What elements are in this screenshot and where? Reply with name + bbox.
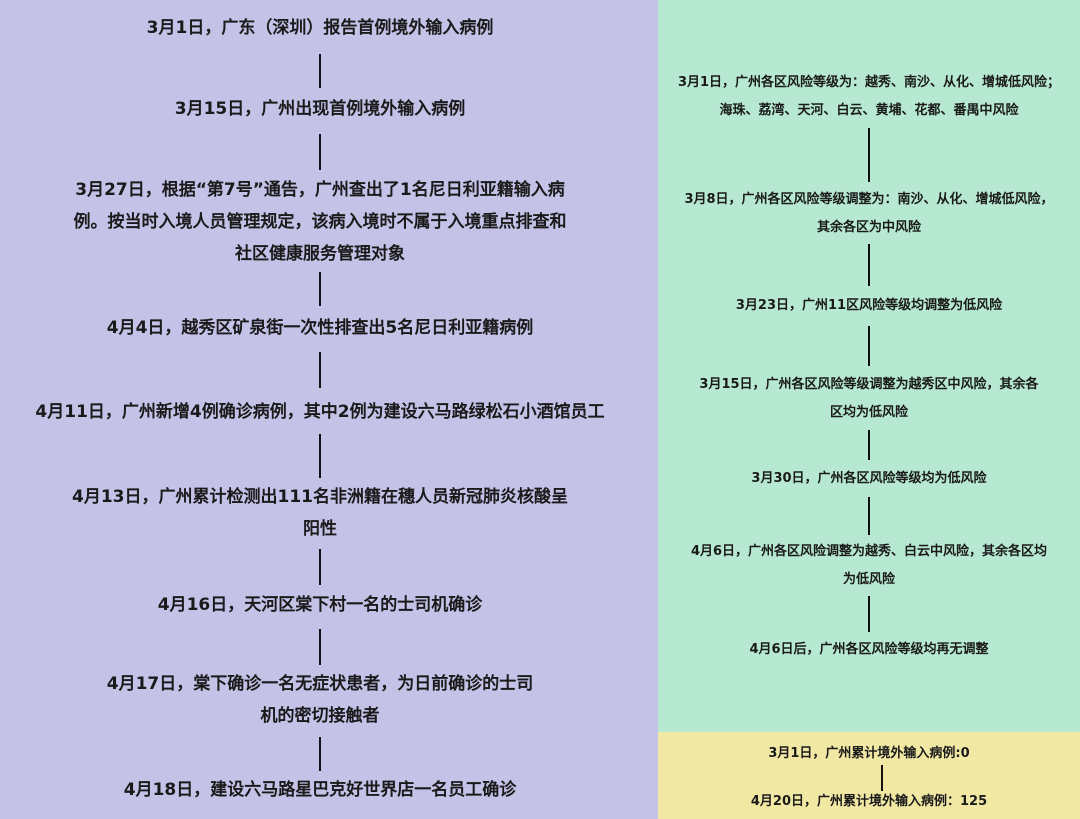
connector-line <box>319 134 321 170</box>
connector-line <box>868 497 870 535</box>
right-event-7: 4月6日后，广州各区风险等级均再无调整 <box>749 642 989 657</box>
connector-line <box>319 272 321 306</box>
left-event-6: 4月13日，广州累计检测出111名非洲籍在穗人员新冠肺炎核酸呈 阳性 <box>72 487 568 539</box>
connector-line <box>868 326 870 366</box>
left-event-8: 4月17日，棠下确诊一名无症状患者，为日前确诊的士司 机的密切接触者 <box>106 674 534 726</box>
left-event-7: 4月16日，天河区棠下村一名的士司机确诊 <box>157 595 483 615</box>
right-event-4: 3月15日，广州各区风险等级调整为越秀区中风险，其余各 区均为低风险 <box>699 377 1039 420</box>
right-event-6: 4月6日，广州各区风险调整为越秀、白云中风险，其余各区均 为低风险 <box>690 544 1048 587</box>
right-event-1: 3月1日，广州各区风险等级为：越秀、南沙、从化、增城低风险； 海珠、荔湾、天河、… <box>677 75 1061 118</box>
connector-line <box>868 596 870 632</box>
left-event-1: 3月1日，广东（深圳）报告首例境外输入病例 <box>146 18 494 38</box>
right-event-5: 3月30日，广州各区风险等级均为低风险 <box>751 471 987 486</box>
connector-line <box>319 434 321 478</box>
cumulative-end: 4月20日，广州累计境外输入病例：125 <box>750 794 988 809</box>
connector-line <box>868 244 870 286</box>
connector-line <box>319 737 321 771</box>
connector-line <box>319 54 321 88</box>
connector-line <box>319 629 321 665</box>
right-event-3: 3月23日，广州11区风险等级均调整为低风险 <box>735 298 1003 313</box>
connector-line <box>881 765 883 791</box>
connector-line <box>868 430 870 460</box>
left-event-9: 4月18日，建设六马路星巴克好世界店一名员工确诊 <box>123 780 517 800</box>
left-event-2: 3月15日，广州出现首例境外输入病例 <box>174 99 466 119</box>
left-event-4: 4月4日，越秀区矿泉街一次性排查出5名尼日利亚籍病例 <box>106 318 534 338</box>
connector-line <box>319 352 321 388</box>
cumulative-cases-box: 3月1日，广州累计境外输入病例:0 4月20日，广州累计境外输入病例：125 <box>658 732 1080 819</box>
connector-line <box>868 128 870 182</box>
connector-line <box>319 549 321 585</box>
right-event-2: 3月8日，广州各区风险等级调整为：南沙、从化、增城低风险， 其余各区为中风险 <box>684 192 1054 235</box>
cumulative-start: 3月1日，广州累计境外输入病例:0 <box>768 746 970 761</box>
left-event-5: 4月11日，广州新增4例确诊病例，其中2例为建设六马路绿松石小酒馆员工 <box>35 402 605 422</box>
right-timeline-panel: 3月1日，广州各区风险等级为：越秀、南沙、从化、增城低风险； 海珠、荔湾、天河、… <box>658 0 1080 732</box>
left-timeline-panel: 3月1日，广东（深圳）报告首例境外输入病例 3月15日，广州出现首例境外输入病例… <box>0 0 658 819</box>
left-event-3: 3月27日，根据“第7号”通告，广州查出了1名尼日利亚籍输入病 例。按当时入境人… <box>73 180 567 264</box>
